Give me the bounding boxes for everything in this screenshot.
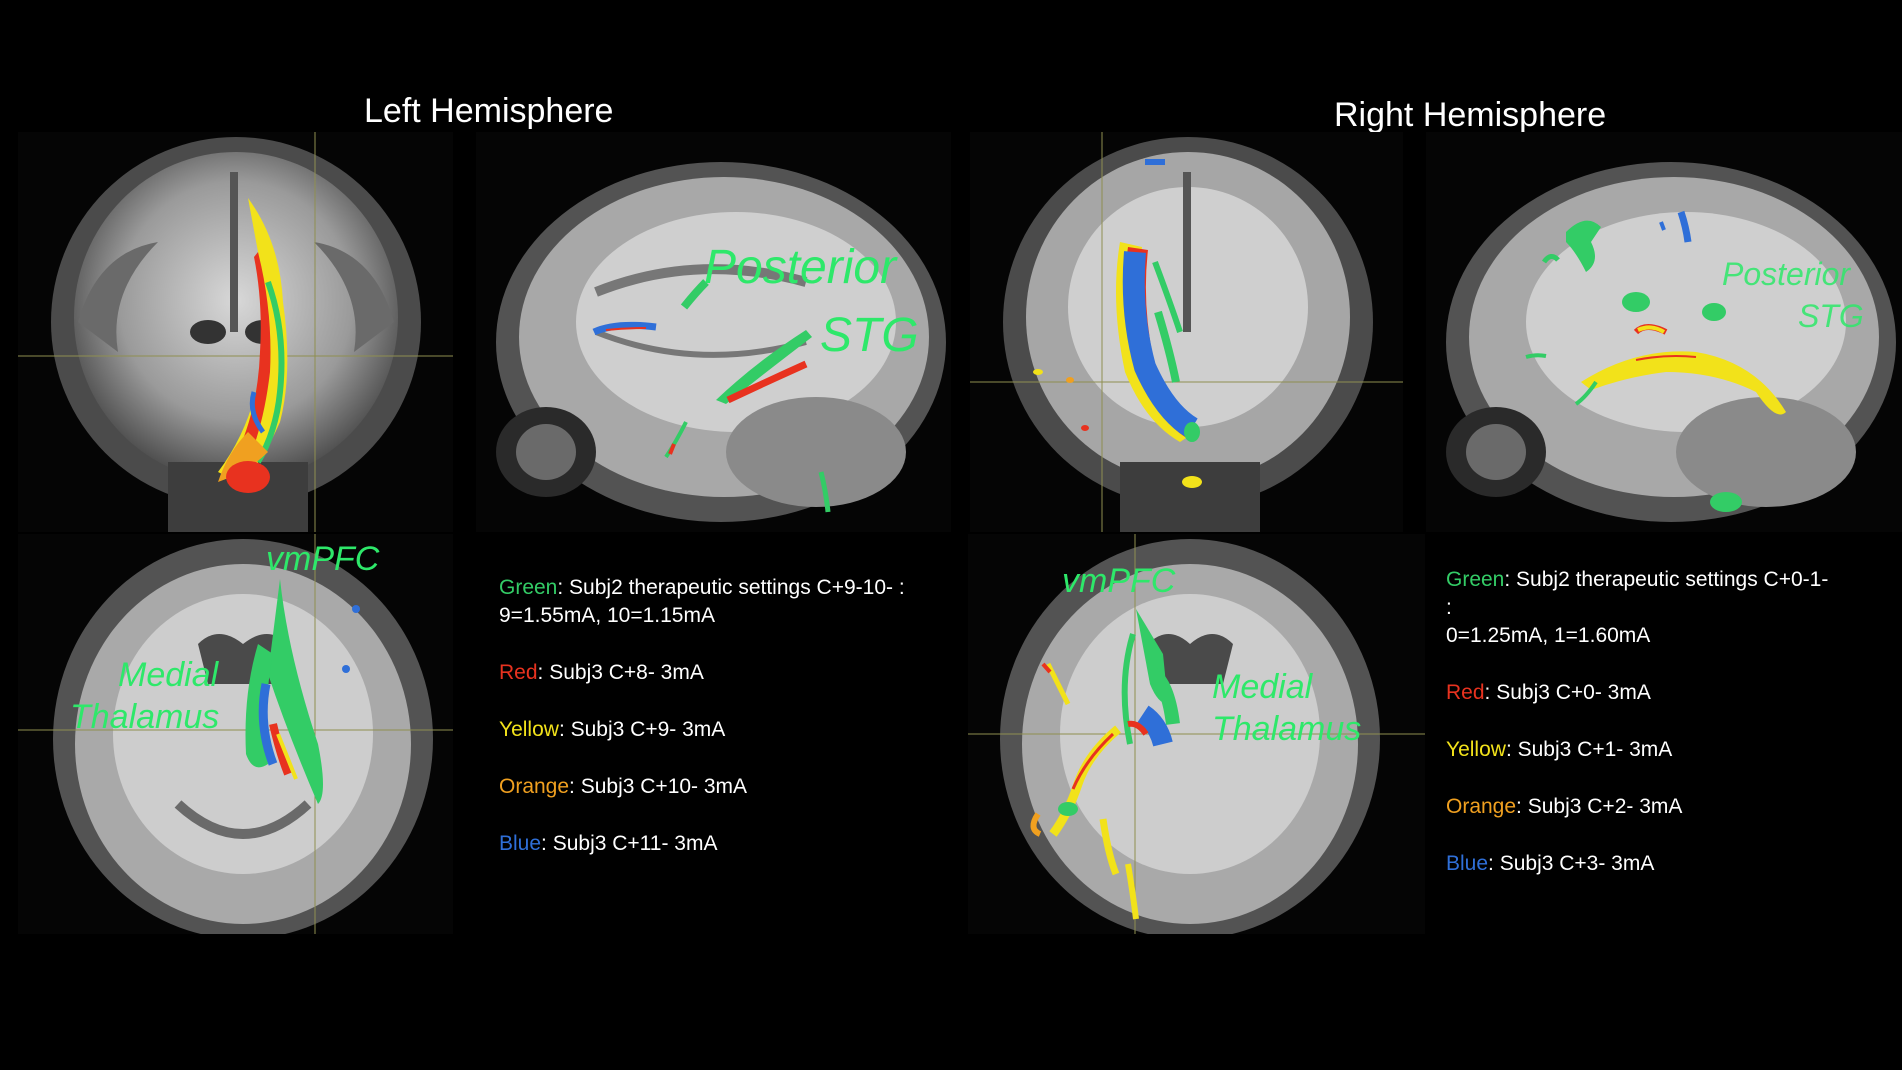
- left-thalamus-annotation: Thalamus: [70, 698, 220, 736]
- right-legend: Green: Subj2 therapeutic settings C+0-1-…: [1446, 566, 1886, 907]
- right-vmpfc-annotation: vmPFC: [1062, 562, 1176, 600]
- right-legend-red-text: : Subj3 C+0- 3mA: [1484, 681, 1651, 704]
- left-axial-slice: [18, 534, 453, 934]
- left-hemisphere-title: Left Hemisphere: [364, 92, 614, 130]
- right-medial-annotation: Medial: [1212, 668, 1313, 706]
- left-posterior-annotation: Posterior: [704, 241, 897, 294]
- right-hemisphere-title: Right Hemisphere: [1334, 96, 1607, 134]
- right-thalamus-annotation: Thalamus: [1212, 710, 1362, 748]
- left-coronal-slice: [18, 132, 453, 532]
- right-legend-yellow-label: Yellow: [1446, 738, 1506, 761]
- right-axial-slice: [968, 534, 1425, 934]
- right-legend-yellow-text: : Subj3 C+1- 3mA: [1505, 738, 1673, 761]
- right-legend-green-label: Green: [1446, 568, 1505, 591]
- right-sagittal-slice: [1426, 132, 1902, 532]
- left-legend-orange-label: Orange: [499, 775, 570, 798]
- left-medial-annotation: Medial: [118, 656, 219, 694]
- left-vmpfc-annotation: vmPFC: [266, 540, 380, 578]
- right-legend-yellow: Yellow: Subj3 C+1- 3mA: [1446, 736, 1886, 764]
- right-legend-orange-label: Orange: [1446, 795, 1517, 818]
- left-legend-blue-text: : Subj3 C+11- 3mA: [541, 832, 718, 855]
- right-legend-blue-label: Blue: [1446, 852, 1489, 875]
- left-stg-annotation: STG: [820, 309, 919, 362]
- left-legend-blue-label: Blue: [499, 832, 542, 855]
- right-legend-blue-text: : Subj3 C+3- 3mA: [1488, 852, 1655, 875]
- right-stg-annotation: STG: [1798, 298, 1864, 334]
- right-legend-green: Green: Subj2 therapeutic settings C+0-1-…: [1446, 566, 1886, 650]
- left-legend-red: Red: Subj3 C+8- 3mA: [499, 659, 959, 687]
- left-legend-green-text: : Subj2 therapeutic settings C+9-10- :: [557, 576, 905, 599]
- right-legend-green-text3: 0=1.25mA, 1=1.60mA: [1446, 624, 1651, 647]
- right-legend-blue: Blue: Subj3 C+3- 3mA: [1446, 850, 1886, 878]
- left-legend-red-text: : Subj3 C+8- 3mA: [537, 661, 704, 684]
- left-legend-orange: Orange: Subj3 C+10- 3mA: [499, 773, 959, 801]
- left-legend-green-text2: 9=1.55mA, 10=1.15mA: [499, 604, 715, 627]
- right-legend-green-text2: :: [1446, 596, 1452, 619]
- left-legend-yellow-text: : Subj3 C+9- 3mA: [558, 718, 726, 741]
- left-legend-orange-text: : Subj3 C+10- 3mA: [569, 775, 748, 798]
- left-legend-green: Green: Subj2 therapeutic settings C+9-10…: [499, 574, 959, 630]
- right-legend-orange: Orange: Subj3 C+2- 3mA: [1446, 793, 1886, 821]
- left-legend: Green: Subj2 therapeutic settings C+9-10…: [499, 574, 959, 887]
- right-posterior-annotation: Posterior: [1722, 256, 1851, 292]
- left-legend-yellow-label: Yellow: [499, 718, 559, 741]
- right-legend-red-label: Red: [1446, 681, 1485, 704]
- left-legend-blue: Blue: Subj3 C+11- 3mA: [499, 830, 959, 858]
- right-legend-green-text: : Subj2 therapeutic settings C+0-1-: [1504, 568, 1829, 591]
- left-legend-yellow: Yellow: Subj3 C+9- 3mA: [499, 716, 959, 744]
- left-legend-green-label: Green: [499, 576, 558, 599]
- right-legend-red: Red: Subj3 C+0- 3mA: [1446, 679, 1886, 707]
- left-legend-red-label: Red: [499, 661, 538, 684]
- left-sagittal-slice: [476, 132, 951, 532]
- right-legend-orange-text: : Subj3 C+2- 3mA: [1516, 795, 1683, 818]
- right-coronal-slice: [970, 132, 1403, 532]
